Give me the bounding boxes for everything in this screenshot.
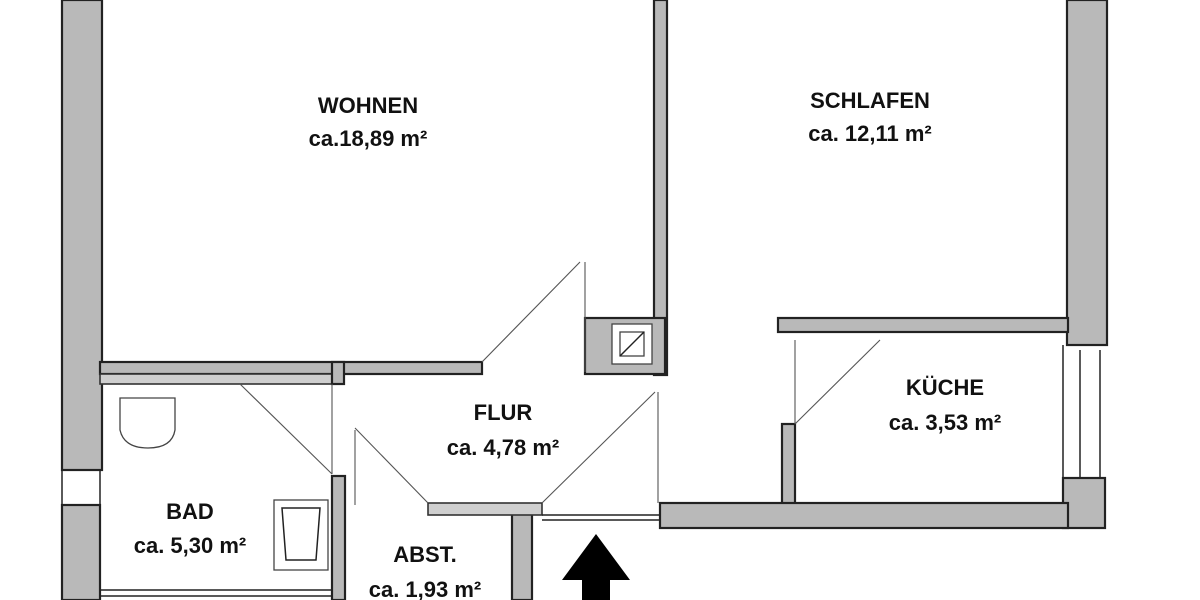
- chimney-diagonal: [619, 331, 645, 357]
- room-name-wohnen: WOHNEN: [318, 93, 418, 118]
- wall-abst-right: [510, 512, 534, 600]
- door-wohnen: [481, 261, 586, 372]
- toilet-icon: [119, 397, 176, 449]
- wall-left-lower: [60, 503, 102, 600]
- room-name-kueche: KÜCHE: [906, 375, 984, 400]
- wall-right-outer: [1065, 0, 1109, 347]
- wall-bad-abst: [330, 474, 347, 600]
- room-area-wohnen: ca.18,89 m²: [309, 126, 428, 151]
- wall-kueche-left: [780, 422, 797, 506]
- washbasin-bowl: [281, 507, 321, 561]
- wall-right-lower: [1061, 476, 1107, 530]
- room-area-abst: ca. 1,93 m²: [369, 577, 482, 600]
- arrow-up-icon: [562, 534, 630, 600]
- room-area-bad: ca. 5,30 m²: [134, 533, 247, 558]
- room-area-schlafen: ca. 12,11 m²: [808, 121, 932, 146]
- room-area-flur: ca. 4,78 m²: [447, 435, 560, 460]
- door-entrance: [541, 391, 659, 504]
- wall-flur-bottom: [427, 502, 543, 516]
- room-name-bad: BAD: [166, 499, 214, 524]
- wall-bad-top: [99, 373, 333, 385]
- room-area-kueche: ca. 3,53 m²: [889, 410, 1002, 435]
- wall-schlafen-bottom: [776, 316, 1070, 334]
- door-kueche: [794, 339, 881, 425]
- wall-bottom-right: [658, 501, 1070, 530]
- room-name-abst: ABST.: [393, 542, 457, 567]
- door-abst: [354, 427, 429, 505]
- wall-left-outer: [60, 0, 104, 472]
- wall-bad-stub: [330, 360, 346, 386]
- wall-wohnen-bottom: [98, 360, 484, 376]
- door-bad: [239, 383, 333, 475]
- room-name-schlafen: SCHLAFEN: [810, 88, 930, 113]
- room-name-flur: FLUR: [474, 400, 533, 425]
